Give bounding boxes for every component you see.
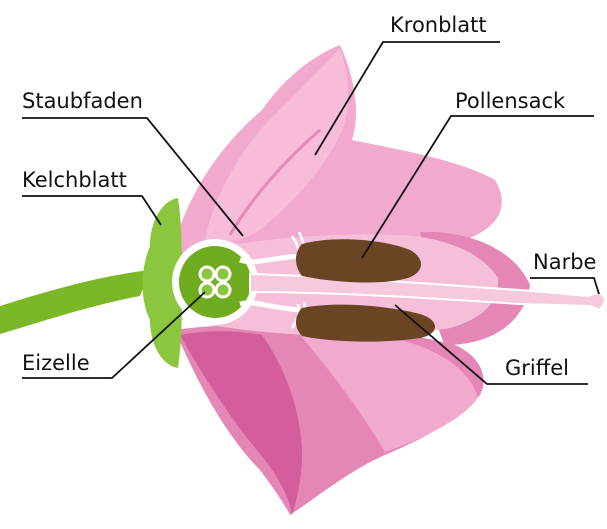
stem xyxy=(0,270,150,334)
label-narbe: Narbe xyxy=(533,250,596,274)
leader-kelchblatt xyxy=(22,196,161,225)
label-kronblatt: Kronblatt xyxy=(390,13,487,37)
label-kelchblatt: Kelchblatt xyxy=(22,168,127,192)
label-staubfaden: Staubfaden xyxy=(22,89,143,113)
label-griffel: Griffel xyxy=(505,356,569,380)
label-eizelle: Eizelle xyxy=(22,351,90,375)
label-pollensack: Pollensack xyxy=(455,89,566,113)
